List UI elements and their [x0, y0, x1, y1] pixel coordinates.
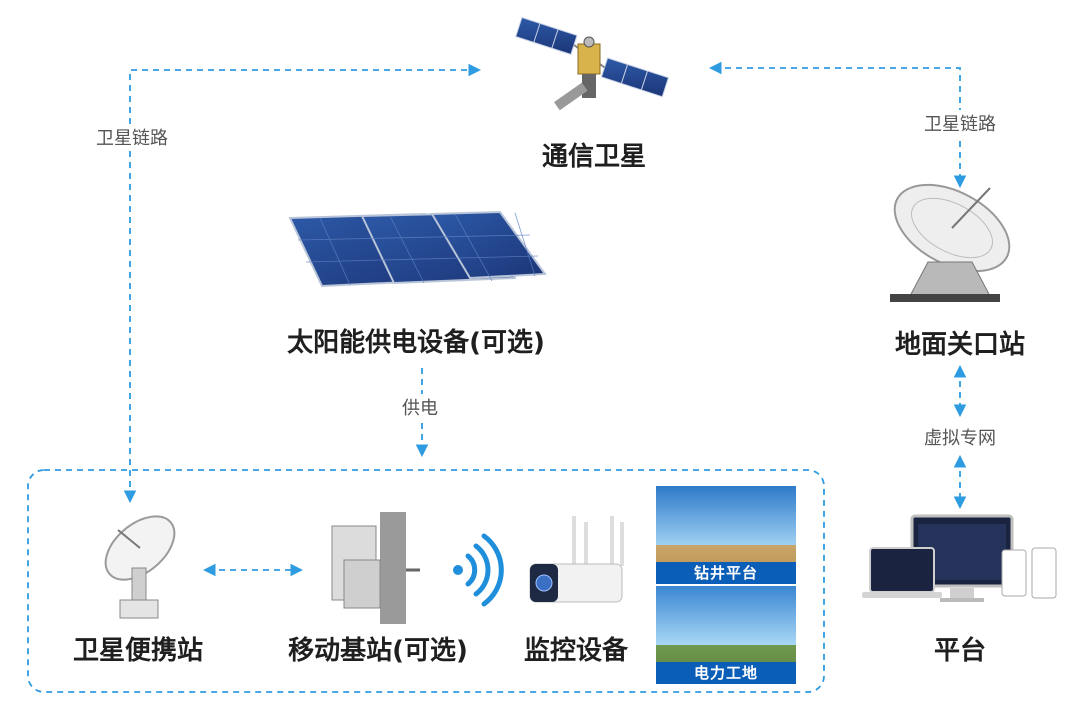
drilling-platform-caption: 钻井平台	[656, 562, 796, 584]
mobile-base-station-label: 移动基站(可选)	[288, 636, 468, 666]
drilling-platform-photo: 钻井平台	[656, 486, 796, 584]
satellite-link-right-label: 卫星链路	[920, 110, 1000, 136]
satellite-label: 通信卫星	[541, 142, 647, 172]
field-equipment-group	[27, 469, 825, 693]
mobile-base-station-icon	[331, 512, 420, 624]
portable-station-label: 卫星便携站	[72, 636, 204, 666]
ground-station-label: 地面关口站	[894, 330, 1026, 360]
surveillance-camera-icon	[529, 516, 624, 603]
ground-station-dish-icon	[890, 183, 1011, 302]
platform-label: 平台	[933, 636, 987, 666]
portable-station-icon	[104, 515, 176, 619]
satellite-link-right	[708, 61, 967, 189]
power-site-photo: 电力工地	[656, 586, 796, 684]
solar-equipment-label: 太阳能供电设备(可选)	[287, 328, 545, 358]
satellite-link-left-label: 卫星链路	[92, 124, 172, 150]
solar-panel-icon	[288, 210, 547, 288]
satellite-link-left	[123, 63, 482, 504]
platform-devices-icon	[862, 514, 1057, 602]
power-link-label: 供电	[398, 394, 442, 420]
monitoring-device-label: 监控设备	[523, 636, 629, 666]
wireless-signal-icon	[453, 533, 504, 607]
vpn-link-label: 虚拟专网	[920, 424, 1000, 450]
satellite-icon	[515, 16, 670, 111]
power-site-caption: 电力工地	[656, 662, 796, 684]
